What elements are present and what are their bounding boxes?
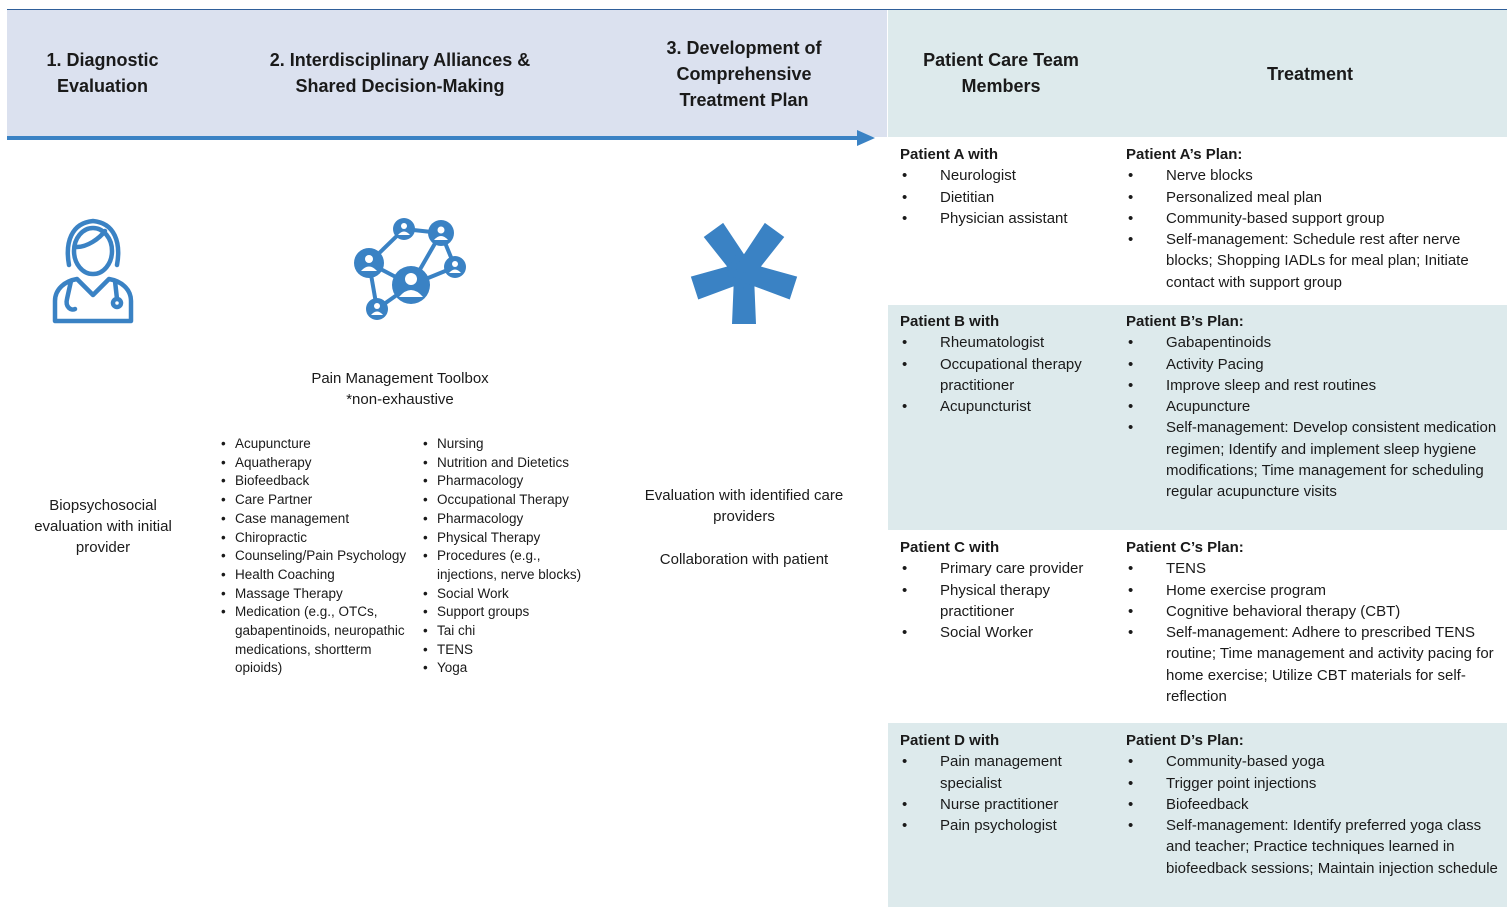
patient-d-plan-title: Patient D’s Plan: [1126,732,1244,749]
step1-heading: 1. Diagnostic Evaluation [46,50,159,96]
team-heading: Patient Care Team Members [923,50,1079,96]
step3-heading: 3. Development of Comprehensive Treatmen… [666,38,822,110]
list-item: Community-based yoga [1126,751,1498,773]
patient-b-plan-title: Patient B’s Plan: [1126,313,1244,330]
step2-heading: 2. Interdisciplinary Alliances & Shared … [269,50,531,96]
list-item: Nutrition and Dietetics [423,454,601,473]
doctor-icon [47,215,139,325]
list-item: Self-management: Schedule rest after ner… [1126,229,1498,293]
list-item: Pain management specialist [900,751,1122,794]
plan-header-band [888,10,1507,137]
list-item: Social Worker [900,622,1122,644]
list-item: Personalized meal plan [1126,187,1498,209]
list-item: Nerve blocks [1126,165,1498,187]
list-item: Procedures (e.g., injections, nerve bloc… [423,547,601,584]
list-item: Case management [221,510,411,529]
patient-c-plan: Patient C’s Plan: TENS Home exercise pro… [1126,537,1498,707]
list-item: Chiropractic [221,529,411,548]
timeline-arrow-head [857,130,875,146]
patient-d-team: Patient D with Pain management specialis… [900,730,1122,837]
list-item: Cognitive behavioral therapy (CBT) [1126,601,1498,623]
patient-a-plan: Patient A’s Plan: Nerve blocks Personali… [1126,144,1498,293]
toolbox-title: Pain Management Toolbox [311,370,489,387]
list-item: Aquatherapy [221,454,411,473]
list-item: Improve sleep and rest routines [1126,375,1498,397]
timeline-arrow-shaft [7,136,867,140]
list-item: Acupuncture [221,435,411,454]
list-item: Pharmacology [423,472,601,491]
list-item: Community-based support group [1126,208,1498,230]
list-item: Pharmacology [423,510,601,529]
list-item: Home exercise program [1126,580,1498,602]
hands-together-icon [680,210,808,330]
list-item: Nurse practitioner [900,794,1122,816]
toolbox-list-col1: Acupuncture Aquatherapy Biofeedback Care… [221,435,411,678]
list-item: Counseling/Pain Psychology [221,547,411,566]
list-item: TENS [1126,558,1498,580]
network-icon [349,215,471,325]
list-item: Occupational therapy practitioner [900,354,1122,397]
patient-c-plan-title: Patient C’s Plan: [1126,539,1244,556]
treatment-heading: Treatment [1266,64,1354,84]
list-item: TENS [423,641,601,660]
patient-c-team: Patient C with Primary care provider Phy… [900,537,1122,644]
list-item: Self-management: Develop consistent medi… [1126,417,1498,502]
patient-d-plan: Patient D’s Plan: Community-based yoga T… [1126,730,1498,879]
list-item: Tai chi [423,622,601,641]
list-item: Medication (e.g., OTCs, gabapentinoids, … [221,603,411,678]
list-item: Neurologist [900,165,1122,187]
list-item: Physical therapy practitioner [900,580,1122,623]
list-item: Trigger point injections [1126,773,1498,795]
list-item: Yoga [423,659,601,678]
list-item: Activity Pacing [1126,354,1498,376]
patient-b-team-title: Patient B with [900,313,1000,330]
step3-description-1: Evaluation with identified care provider… [644,487,844,525]
list-item: Support groups [423,603,601,622]
patient-a-plan-title: Patient A’s Plan: [1126,146,1243,163]
list-item: Self-management: Identify preferred yoga… [1126,815,1498,879]
step1-description: Biopsychosocial evaluation with initial … [34,497,172,556]
patient-a-team-title: Patient A with [900,146,999,163]
list-item: Primary care provider [900,558,1122,580]
list-item: Physical Therapy [423,529,601,548]
list-item: Care Partner [221,491,411,510]
top-rule [7,9,1507,10]
list-item: Pain psychologist [900,815,1122,837]
list-item: Massage Therapy [221,585,411,604]
patient-c-team-title: Patient C with [900,539,1000,556]
list-item: Acupuncture [1126,396,1498,418]
list-item: Self-management: Adhere to prescribed TE… [1126,622,1498,707]
patient-b-team: Patient B with Rheumatologist Occupation… [900,311,1122,418]
list-item: Physician assistant [900,208,1122,230]
list-item: Acupuncturist [900,396,1122,418]
list-item: Occupational Therapy [423,491,601,510]
patient-b-plan: Patient B’s Plan: Gabapentinoids Activit… [1126,311,1498,503]
patient-a-team: Patient A with Neurologist Dietitian Phy… [900,144,1122,229]
toolbox-list-col2: Nursing Nutrition and Dietetics Pharmaco… [423,435,601,678]
patient-d-team-title: Patient D with [900,732,1000,749]
list-item: Gabapentinoids [1126,332,1498,354]
list-item: Health Coaching [221,566,411,585]
list-item: Nursing [423,435,601,454]
toolbox-subtitle: *non-exhaustive [346,391,454,408]
step3-description-2: Collaboration with patient [659,551,829,568]
list-item: Biofeedback [221,472,411,491]
list-item: Biofeedback [1126,794,1498,816]
list-item: Social Work [423,585,601,604]
list-item: Rheumatologist [900,332,1122,354]
list-item: Dietitian [900,187,1122,209]
process-header-band [7,10,887,137]
